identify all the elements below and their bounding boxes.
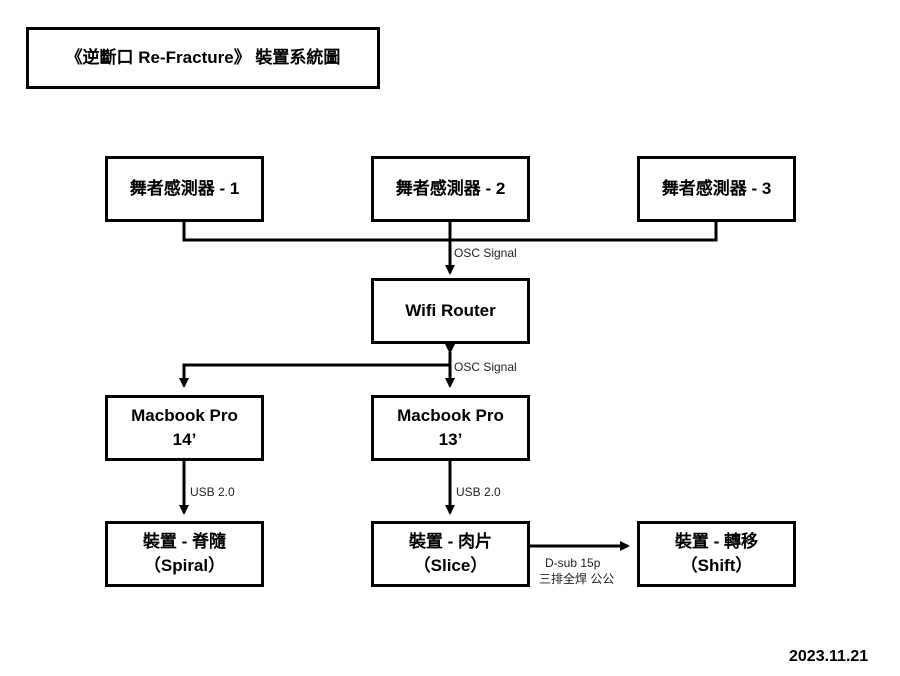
macbook-13-label-line2: 13’	[438, 430, 463, 449]
device-spine-box: 裝置 - 脊隨 （Spiral）	[105, 521, 264, 587]
router-mac14-arrow	[179, 363, 450, 388]
macbook-13-box: Macbook Pro 13’	[371, 395, 530, 461]
sensor-3-box: 舞者感測器 - 3	[637, 156, 796, 222]
osc-signal-in-label: OSC Signal	[454, 246, 517, 260]
dsub-label-line1: D-sub 15p	[545, 556, 601, 570]
device-shift-box: 裝置 - 轉移 （Shift）	[637, 521, 796, 587]
device-spine-label-line2: （Spiral）	[143, 556, 226, 575]
device-shift-label-line2: （Shift）	[680, 556, 753, 575]
sensor-2-label: 舞者感測器 - 2	[395, 179, 506, 198]
usb-right-label: USB 2.0	[456, 485, 501, 499]
sensor-3-label: 舞者感測器 - 3	[661, 179, 772, 198]
macbook-14-box: Macbook Pro 14’	[105, 395, 264, 461]
usb-left-label: USB 2.0	[190, 485, 235, 499]
macbook-13-label-line1: Macbook Pro	[397, 406, 504, 425]
sensor-2-box: 舞者感測器 - 2	[371, 156, 530, 222]
date-label: 2023.11.21	[789, 648, 869, 665]
macbook-14-label-line1: Macbook Pro	[131, 406, 238, 425]
osc-signal-out-label: OSC Signal	[454, 360, 517, 374]
device-slice-box: 裝置 - 肉片 （Slice）	[371, 521, 530, 587]
sensor-1-label: 舞者感測器 - 1	[129, 179, 240, 198]
device-spine-label-line1: 裝置 - 脊隨	[142, 532, 227, 551]
wifi-router-label: Wifi Router	[405, 301, 496, 320]
diagram-title: 《逆斷口 Re-Fracture》 裝置系統圖	[26, 27, 380, 89]
sensor-1-box: 舞者感測器 - 1	[105, 156, 264, 222]
dsub-label-line2: 三排全焊 公公	[539, 572, 615, 586]
macbook-14-label-line2: 14’	[172, 430, 197, 449]
wifi-router-box: Wifi Router	[371, 278, 530, 344]
diagram-title-text: 《逆斷口 Re-Fracture》 裝置系統圖	[65, 48, 341, 67]
device-shift-label-line1: 裝置 - 轉移	[674, 532, 759, 551]
device-slice-label-line2: （Slice）	[413, 556, 488, 575]
device-slice-label-line1: 裝置 - 肉片	[408, 532, 493, 551]
